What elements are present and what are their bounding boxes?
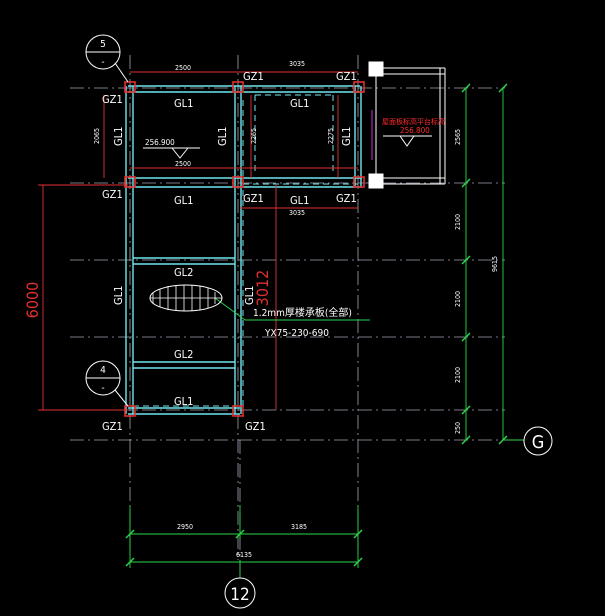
tick-r6 (461, 435, 471, 445)
dim-right-chain-1: 2565 (454, 129, 462, 145)
label-gl1-bottom: GL1 (174, 395, 193, 408)
axis-12-circle (224, 577, 256, 609)
dim-bottom-total: 6135 (236, 551, 252, 559)
dim-right-chain-5: 250 (454, 422, 462, 434)
dim-top-right: 3035 (289, 60, 305, 68)
bubble-mid-sub: - (101, 383, 104, 394)
elev-left-text: 256.900 (145, 138, 175, 147)
railing-block-bottom (368, 173, 384, 189)
tick-r4 (461, 332, 471, 342)
red-note: 屋面板标高平台标高 (382, 117, 445, 126)
label-gz1-7: GZ1 (102, 420, 123, 433)
steel-plate-note: 1.2mm厚楼承板(全部) (253, 306, 352, 319)
label-gl1-v-center-top: GL1 (216, 127, 229, 146)
bubble-mid-number: 4 (100, 365, 106, 376)
label-gz1-1: GZ1 (102, 93, 123, 106)
axis-12-label: 12 (230, 585, 249, 605)
detail-bubble-mid: 4 - (85, 360, 129, 407)
column-6 (353, 176, 365, 188)
dim-right-v1: 2275 (327, 128, 335, 144)
dim-bottom-left: 2950 (177, 523, 193, 531)
column-4 (124, 176, 136, 188)
dim-mid-v1: 2265 (250, 128, 258, 144)
railing-block-top (368, 61, 384, 77)
label-gz1-3: GZ1 (336, 70, 357, 83)
bubble-top-sub: - (101, 57, 104, 68)
label-gz1-4: GZ1 (102, 188, 123, 201)
member-labels: GZ1 GZ1 GZ1 GZ1 GZ1 GZ1 GZ1 GZ1 GL1 GL1 … (102, 70, 357, 433)
column-2 (232, 81, 244, 93)
axis-bubble-g: G (523, 426, 553, 456)
label-gl1-top-left: GL1 (174, 97, 193, 110)
tick-t1 (498, 83, 508, 93)
elev-left-triangle (171, 147, 189, 159)
label-gl2-bottom: GL2 (174, 348, 193, 361)
dimension-texts: 2500 3035 2500 3035 2065 2265 2275 2565 … (93, 60, 499, 559)
grid-lines (70, 55, 505, 578)
steel-spec-note: YX75-230-690 (264, 328, 329, 339)
dim-left-v1: 2065 (93, 128, 101, 144)
label-gz1-6: GZ1 (336, 192, 357, 205)
dim-bottom-right: 3185 (291, 523, 307, 531)
railing-detail (368, 61, 446, 189)
tick-b2 (235, 529, 245, 539)
elevation-marks (143, 135, 432, 159)
dim-mid-right: 3035 (289, 209, 305, 217)
label-gl1-v-left-mid: GL1 (112, 286, 125, 305)
green-dimension-lines (129, 88, 524, 578)
label-gl1-v-left-top: GL1 (112, 127, 125, 146)
column-7 (124, 405, 136, 417)
column-3 (353, 81, 365, 93)
tick-r2 (461, 178, 471, 188)
elev-right-triangle (399, 135, 415, 147)
floor-opening (149, 284, 223, 312)
column-5 (232, 176, 244, 188)
column-8 (232, 405, 244, 417)
label-gz1-2: GZ1 (243, 70, 264, 83)
label-gz1-5: GZ1 (243, 192, 264, 205)
dim-left-big: 6000 (23, 282, 42, 319)
detail-bubble-top: 5 - (85, 34, 129, 83)
dim-right-chain-2: 2100 (454, 214, 462, 230)
label-gl2-top: GL2 (174, 266, 193, 279)
elev-right-text: 256.800 (400, 126, 430, 135)
dim-center-big: 3012 (253, 270, 272, 307)
label-gl1-top-right: GL1 (290, 97, 309, 110)
dim-right-chain-3: 2100 (454, 291, 462, 307)
tick-b3 (353, 529, 363, 539)
dim-right-total: 9615 (491, 256, 499, 272)
axis-bubble-12: 12 (224, 577, 256, 609)
tick-r5 (461, 405, 471, 415)
bubble-mid-leader (114, 389, 129, 407)
dim-mid-left: 2500 (175, 160, 191, 168)
bubble-top-number: 5 (100, 39, 106, 50)
tick-b1 (125, 529, 135, 539)
tick-t2 (498, 435, 508, 445)
beams (125, 85, 362, 415)
tick-b5 (353, 557, 363, 567)
bubble-top-leader (114, 62, 129, 83)
columns (124, 81, 365, 417)
axis-g-label: G (532, 432, 545, 453)
dashed-inner-beams (133, 94, 358, 408)
column-1 (124, 81, 136, 93)
dim-top-left: 2500 (175, 64, 191, 72)
tick-r3 (461, 255, 471, 265)
label-gl1-v-center-mid: GL1 (243, 286, 256, 305)
dim-ticks (125, 83, 508, 567)
label-gz1-8: GZ1 (245, 420, 266, 433)
dim-right-chain-4: 2100 (454, 367, 462, 383)
label-gl1-v-right-top: GL1 (340, 127, 353, 146)
red-dimension-rails (38, 71, 358, 411)
label-gl1-mid-left: GL1 (174, 194, 193, 207)
axis-g-circle (523, 426, 553, 456)
tick-r1 (461, 83, 471, 93)
label-gl1-mid-right: GL1 (290, 194, 309, 207)
tick-b4 (125, 557, 135, 567)
